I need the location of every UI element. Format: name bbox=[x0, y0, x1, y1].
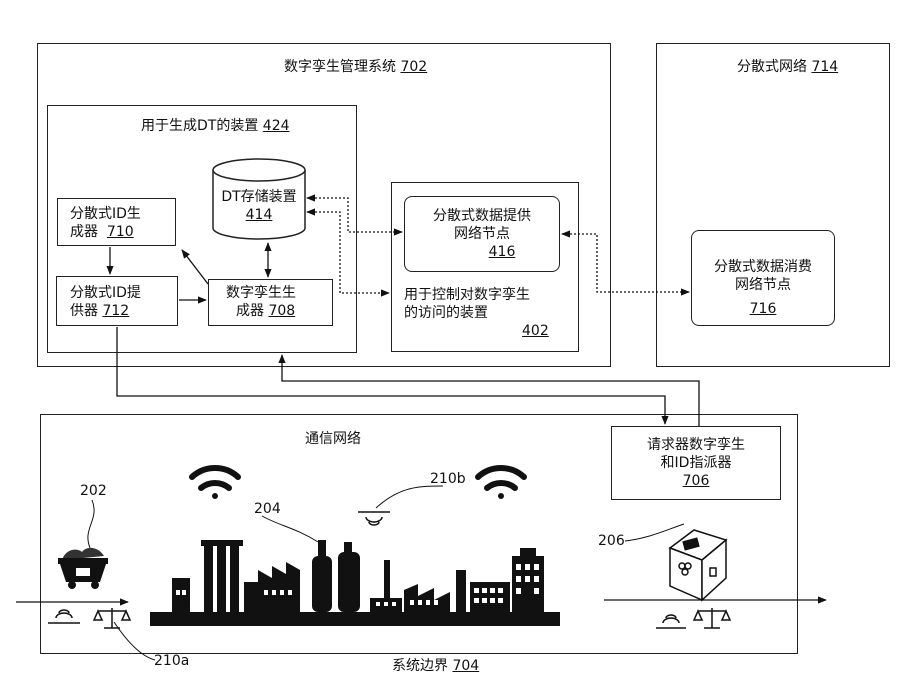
ref-package: 206 bbox=[598, 532, 625, 550]
comm-network-label: 通信网络 bbox=[305, 430, 361, 448]
twin-generator-label: 数字孪生生 成器 708 bbox=[226, 284, 296, 320]
id-provider-label: 分散式ID提 供器 712 bbox=[70, 284, 141, 320]
mining-cart-icon bbox=[58, 548, 108, 589]
dt-management-system-label: 数字孪生管理系统 702 bbox=[284, 58, 427, 76]
ref-factory: 204 bbox=[254, 500, 281, 518]
package-icon bbox=[670, 530, 726, 600]
dt-storage-label: DT存储装置 414 bbox=[213, 188, 305, 224]
access-device-label: 用于控制对数字孪生 的访问的装置 402 bbox=[404, 286, 549, 340]
decentralized-network-label: 分散式网络 714 bbox=[737, 58, 838, 76]
provider-node-label: 分散式数据提供 网络节点 416 bbox=[404, 207, 560, 261]
system-boundary-label: 系统边界 704 bbox=[392, 657, 479, 675]
sensor-icon-bottom-right bbox=[656, 615, 686, 628]
ref-sensor-top: 210b bbox=[430, 470, 466, 488]
sensor-icon-top bbox=[358, 512, 390, 525]
dt-generation-device-label: 用于生成DT的装置 424 bbox=[141, 117, 290, 135]
factory-icon bbox=[150, 540, 560, 626]
ref-sensor-bottom: 210a bbox=[154, 652, 189, 670]
consumer-node-label: 分散式数据消费 网络节点 716 bbox=[691, 258, 835, 318]
scale-icon-left bbox=[94, 608, 130, 628]
ref-cart: 202 bbox=[80, 482, 107, 500]
scale-icon-right bbox=[694, 608, 730, 628]
wifi-icon-right bbox=[478, 468, 524, 499]
id-generator-label: 分散式ID生 成器 710 bbox=[70, 205, 141, 241]
wifi-icon-left bbox=[192, 468, 238, 499]
requester-label: 请求器数字孪生 和ID指派器 706 bbox=[611, 436, 781, 490]
sensor-icon-bottom-left bbox=[48, 610, 80, 623]
